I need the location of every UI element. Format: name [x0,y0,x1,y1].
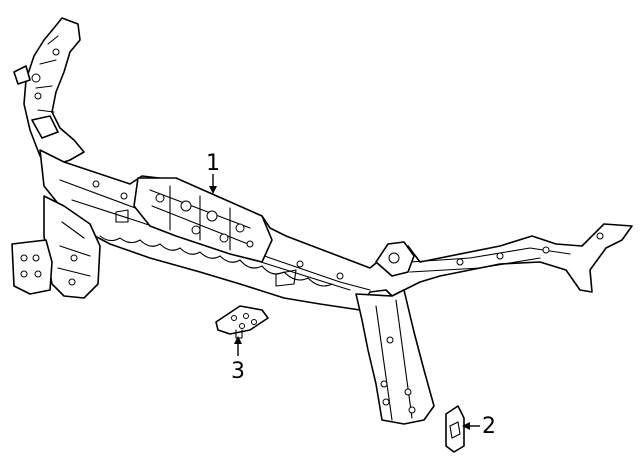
callout-2-label: 2 [482,414,496,439]
callout-2: 2 [462,414,496,439]
left-upper-bracket [13,17,85,167]
part-2-clip [445,405,465,453]
callout-1: 1 [206,151,220,194]
center-vertical-support [355,289,435,425]
center-reinforcement [133,177,273,263]
callout-3: 3 [231,336,245,384]
right-junction-bracket [375,241,415,277]
callout-1-label: 1 [206,151,220,176]
upper-tie-bar [39,149,633,311]
part-3-bracket [215,305,269,339]
left-lower-bracket [11,195,101,299]
callout-3-label: 3 [231,359,245,384]
